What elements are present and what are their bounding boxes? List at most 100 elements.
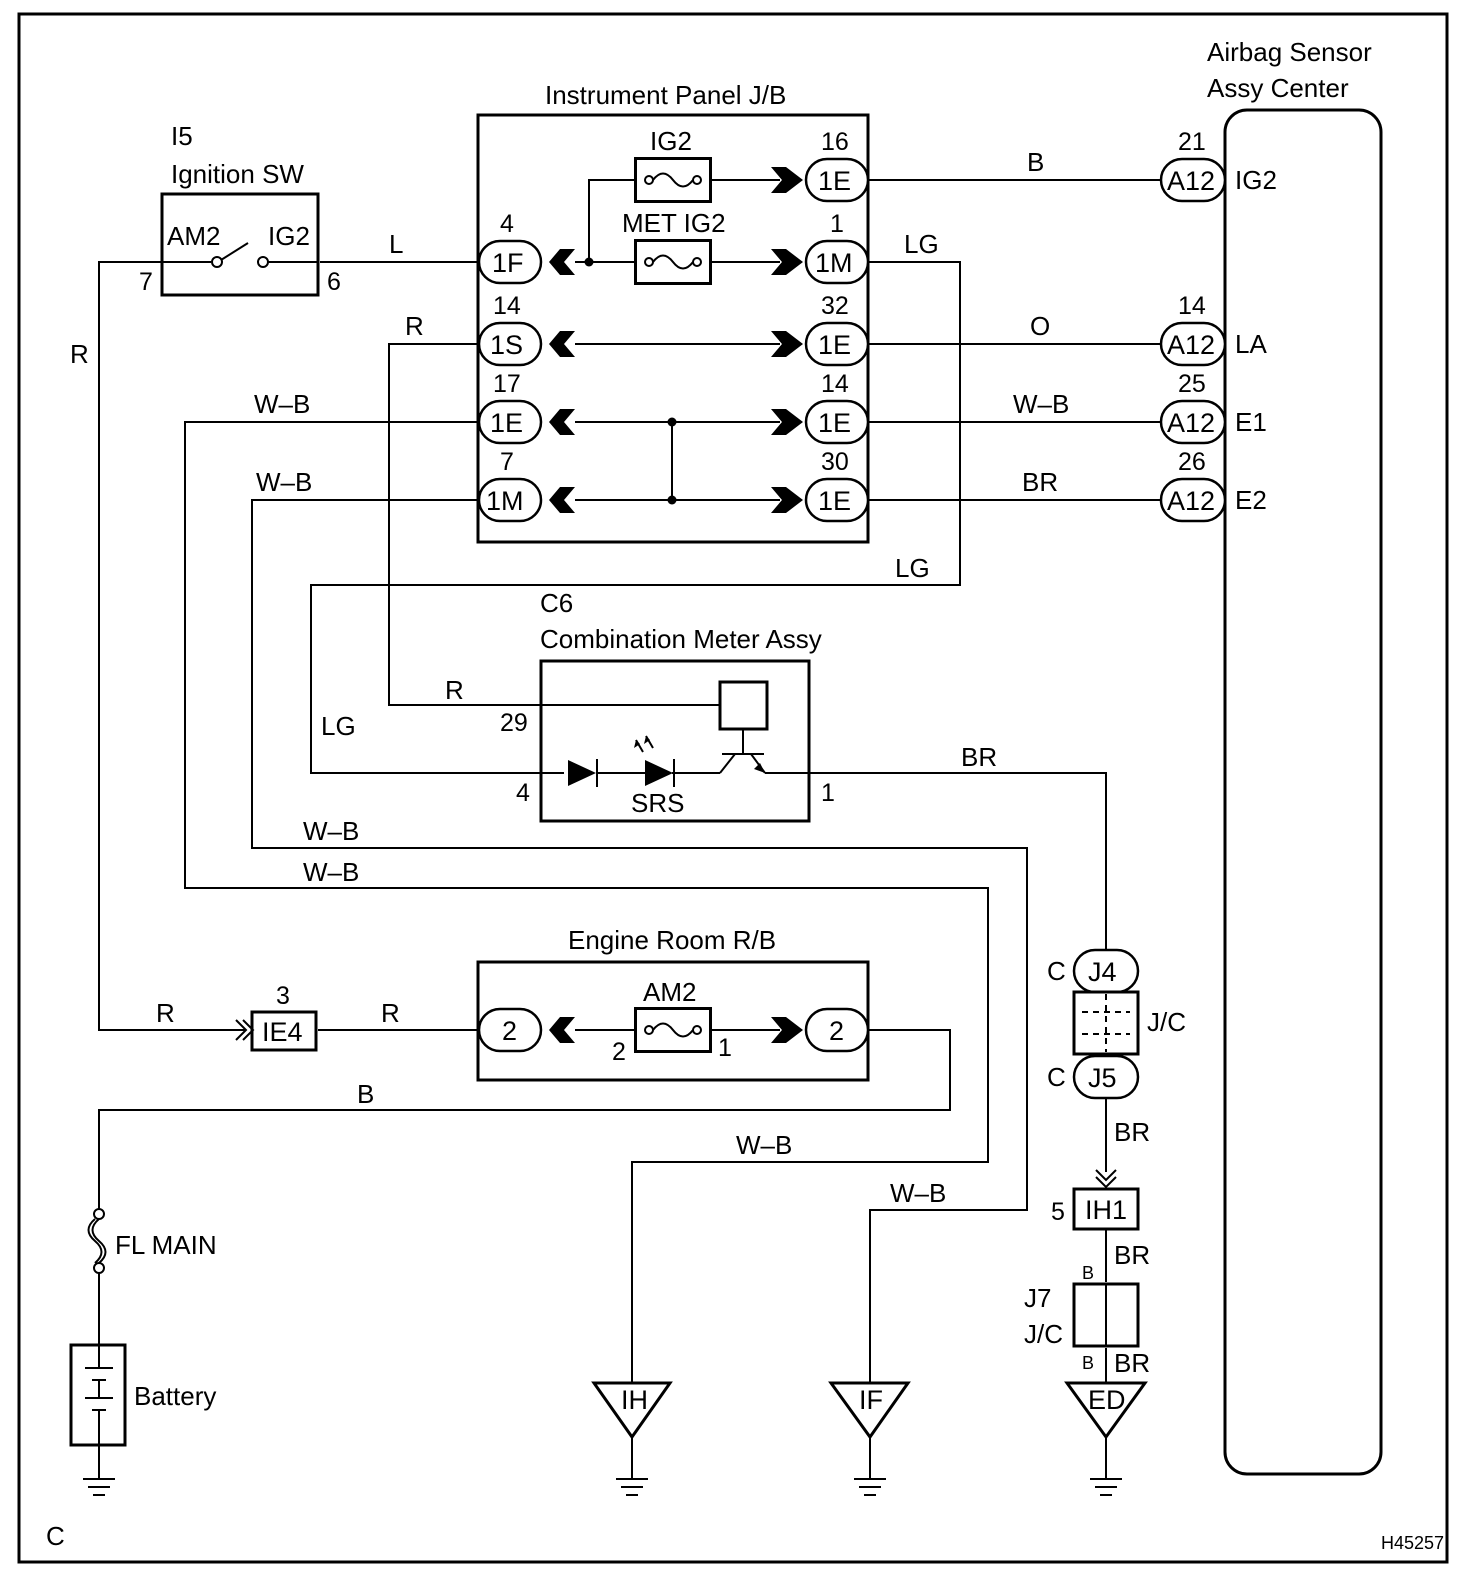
connector-code: 1E [490,408,523,438]
jc-bottom-prefix: C [1047,1062,1066,1092]
connector-arrow [771,487,803,513]
wire-label-br: BR [1022,467,1058,497]
airbag-pin-e2: 26 A12 E2 [1159,448,1267,523]
ground-label: IF [859,1385,883,1415]
meter-box [539,659,811,823]
wire-br-meter [765,772,1107,950]
ip-right-connectors: 16 1E 1 1M 32 1E 14 1E 30 1E [771,128,870,523]
connector-arrow [549,487,575,513]
ground-icon [1090,1437,1122,1496]
connector-code: A12 [1167,166,1215,196]
ground-icon [854,1437,886,1496]
connector-1m-1: 1 1M [771,210,870,285]
ignition-contact-dot [257,256,269,268]
wire-label-wb: W–B [303,816,359,846]
j7-label: J/C [1024,1319,1063,1349]
airbag-pin-e1: 25 A12 E1 [1159,370,1267,445]
connector-arrow [771,1017,803,1043]
wires [98,179,1160,1478]
wire-label-lg: LG [895,553,930,583]
connector-code: 1E [818,330,851,360]
wire-label-br: BR [1114,1348,1150,1378]
ignition-switch-box [160,192,320,297]
connector-code: 1S [490,330,523,360]
airbag-sensor: Airbag Sensor Assy Center 21 A12 IG2 14 … [1159,37,1383,1476]
connector-arrow [549,249,575,275]
fl-main-label: FL MAIN [115,1230,217,1260]
ignition-contact-ig2: IG2 [268,221,310,251]
connector-1s: 14 1S [477,292,575,367]
pin-number: 14 [1178,292,1206,320]
meter-transistor [719,729,766,774]
j7-bottom-pin: B [1082,1353,1094,1373]
meter-pin-29: 29 [500,709,528,737]
wire-label-wb: W–B [303,857,359,887]
splice-dot [667,417,677,427]
battery: Battery [69,1343,216,1447]
fuse-met-ig2-label: MET IG2 [622,208,726,238]
meter-ic-block [718,680,769,731]
connector-1e-16: 16 1E [771,128,870,203]
ignition-switch-blade [220,242,249,261]
connector-arrow [549,1017,575,1043]
wire-wb-7 [251,499,1028,1383]
led-icon [645,760,673,786]
connector-arrow [549,409,575,435]
fl-main-fuse: FL MAIN [87,1208,217,1274]
connector-arrow [771,249,803,275]
wire-jb-junction [588,179,634,262]
signal-name: LA [1235,329,1267,359]
connector-code: A12 [1167,486,1215,516]
pin-number: 16 [821,128,849,156]
battery-label: Battery [134,1381,216,1411]
ground-label: IH [621,1385,648,1415]
ignition-contact-am2: AM2 [167,221,220,251]
ground-ih: IH [591,1381,673,1496]
ground-point-icon [591,1381,673,1440]
signal-name: IG2 [1235,165,1277,195]
er-rb-title: Engine Room R/B [568,925,776,955]
connector-ie4: 3 IE4 [235,982,318,1052]
connector-arrow [549,331,575,357]
wire-label-r: R [381,998,400,1028]
airbag-title-line2: Assy Center [1207,73,1349,103]
engine-room-rb: Engine Room R/B AM2 2 1 2 2 [476,925,870,1082]
in-line-arrow [235,1019,255,1041]
ground-ed: ED [1064,1381,1148,1496]
er-connector-right: 2 [771,1007,870,1053]
fuse-am2-label: AM2 [643,977,696,1007]
ignition-switch-name: Ignition SW [171,159,304,189]
ground-icon [616,1437,648,1496]
wire-r-left [98,261,245,1031]
ground-label: ED [1088,1385,1126,1415]
pin-number: 17 [493,370,521,398]
signal-name: E1 [1235,407,1267,437]
er-rb-box [476,960,870,1082]
pin-number: 14 [821,370,849,398]
wire-label-o: O [1030,311,1050,341]
connector-code: 1F [492,248,524,278]
fusible-link-icon [91,1218,107,1264]
splice-dot [584,257,594,267]
wire-lg [310,261,961,774]
jc-top-prefix: C [1047,956,1066,986]
wire-label-b: B [357,1079,374,1109]
wire-label-lg: LG [904,229,939,259]
airbag-pin-la: 14 A12 LA [1159,292,1267,367]
wire-label-br: BR [961,742,997,772]
connector-code: 1M [486,486,524,516]
meter-emitter-arrow [754,763,765,773]
connector-code: 1E [818,486,851,516]
connector-arrow [771,167,803,193]
j7-code: J7 [1024,1283,1051,1313]
airbag-pin-ig2: 21 A12 IG2 [1159,128,1277,203]
airbag-title-line1: Airbag Sensor [1207,37,1372,67]
wire-r-1s [388,343,720,706]
signal-name: E2 [1235,485,1267,515]
pin-number: 7 [500,448,514,476]
wire-color-labels: R L B LG R O W–B W–B W–B BR LG R LG BR W… [70,147,1150,1378]
diode-icon [568,760,596,786]
connector-code: IH1 [1085,1195,1127,1225]
connector-arrow [771,409,803,435]
connector-arrow [771,331,803,357]
